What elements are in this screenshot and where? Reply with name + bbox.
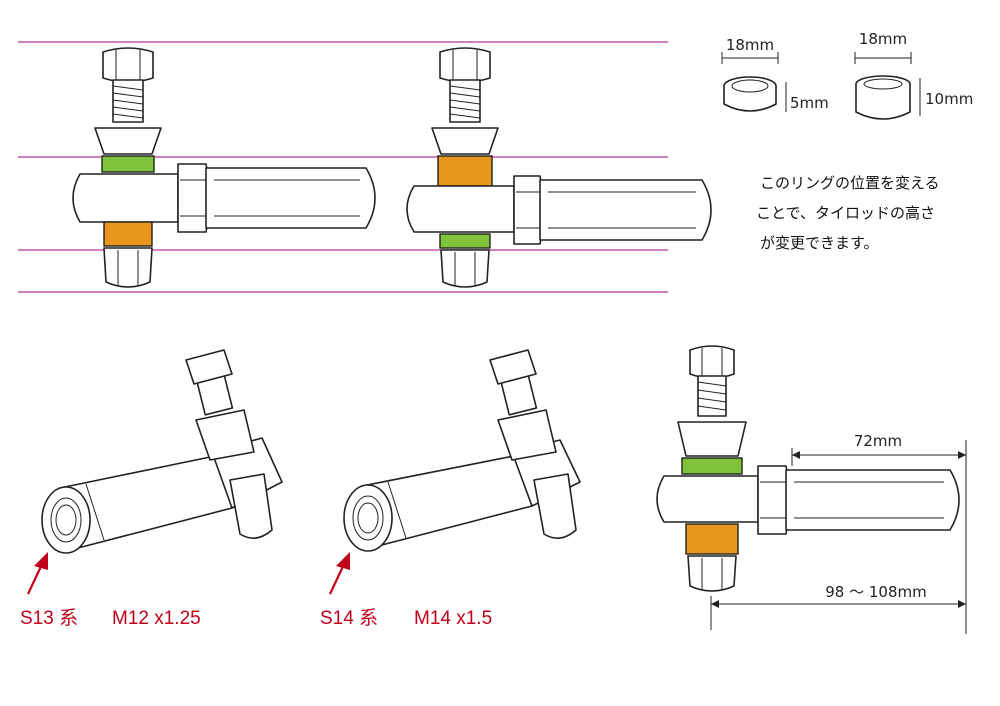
green-ring bbox=[439, 233, 491, 249]
threaded-bore bbox=[41, 486, 91, 554]
ring-thick-side bbox=[855, 84, 911, 120]
orange-ring bbox=[437, 155, 493, 187]
eye-body bbox=[656, 475, 759, 523]
note-line-1: このリングの位置を変える bbox=[760, 174, 940, 192]
threaded-bore bbox=[343, 484, 393, 552]
s14-series-label: S14 系 bbox=[320, 607, 378, 629]
bottom-nut bbox=[440, 249, 490, 288]
ring-thick-diameter: 18mm bbox=[859, 30, 907, 48]
ring-thick-height: 10mm bbox=[925, 90, 973, 108]
adjustment-note: このリングの位置を変える ことで、タイロッドの高さ が変更できます。 bbox=[756, 174, 940, 252]
s13-pointer bbox=[27, 552, 48, 595]
s14-pointer bbox=[329, 552, 350, 595]
sleeve-length-label: 72mm bbox=[854, 432, 902, 450]
castle-nut bbox=[689, 345, 735, 379]
tie-rod-end-config-a bbox=[72, 47, 376, 288]
adjuster-sleeve bbox=[785, 469, 960, 531]
castle-nut bbox=[185, 349, 233, 385]
stud-taper bbox=[195, 409, 255, 461]
bottom-nut bbox=[103, 247, 153, 288]
stud-taper bbox=[497, 409, 557, 461]
note-line-3: が変更できます。 bbox=[760, 234, 879, 252]
ring-thick: 18mm 10mm bbox=[854, 30, 973, 120]
orange-ring bbox=[685, 523, 739, 555]
tie-rod-end-s13 bbox=[41, 349, 283, 554]
tie-rod-end-dimensioned bbox=[656, 345, 960, 592]
ring-thin: 18mm 5mm bbox=[721, 36, 829, 112]
bottom-nut bbox=[687, 555, 737, 592]
s14-arrow-head bbox=[336, 552, 350, 570]
total-length-label: 98 ～ 108mm bbox=[825, 583, 926, 601]
castle-nut bbox=[489, 349, 537, 385]
castle-nut bbox=[102, 47, 154, 83]
note-line-2: ことで、タイロッドの高さ bbox=[756, 204, 935, 222]
stud-taper bbox=[94, 127, 162, 155]
s13-arrow-head bbox=[34, 552, 48, 570]
eye-body bbox=[72, 173, 179, 223]
stud-taper bbox=[431, 127, 499, 155]
eye-body bbox=[406, 185, 515, 233]
tie-rod-end-config-b bbox=[406, 47, 712, 288]
s13-series-label: S13 系 bbox=[20, 607, 78, 629]
sleeve-length-dimension: 72mm bbox=[791, 432, 967, 634]
green-ring bbox=[681, 457, 743, 475]
stud-taper bbox=[677, 421, 747, 457]
bottom-nut bbox=[229, 473, 273, 539]
total-length-dimension: 98 ～ 108mm bbox=[710, 583, 966, 630]
ring-thin-height: 5mm bbox=[790, 94, 829, 112]
tie-rod-end-s14 bbox=[343, 349, 581, 552]
castle-nut bbox=[439, 47, 491, 83]
adjuster-sleeve bbox=[539, 179, 712, 241]
orange-ring bbox=[103, 221, 153, 247]
ring-thin-side bbox=[723, 86, 777, 112]
stud-thread bbox=[697, 375, 727, 417]
s13-thread-label: M12 x1.25 bbox=[112, 608, 201, 629]
adjuster-sleeve bbox=[205, 167, 376, 229]
bottom-nut bbox=[533, 473, 577, 539]
s14-thread-label: M14 x1.5 bbox=[414, 608, 492, 629]
ring-thin-diameter: 18mm bbox=[726, 36, 774, 54]
green-ring bbox=[101, 155, 155, 173]
